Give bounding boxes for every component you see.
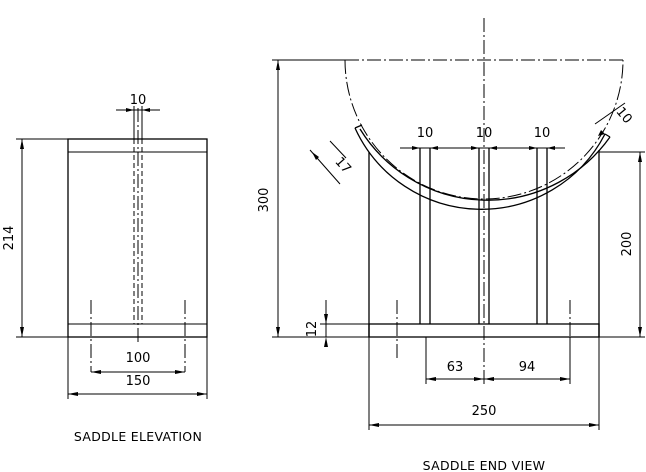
dim-bolt-spacing: 100	[126, 351, 151, 366]
dim-bolt-right: 94	[519, 360, 536, 375]
dim-web-center: 10	[476, 126, 493, 141]
dim-plate-ext-left: 17	[331, 154, 353, 176]
dim-side-height: 200	[620, 232, 635, 257]
saddle-plate-outer-arc	[359, 128, 611, 201]
dim-base-width: 250	[472, 404, 497, 419]
dim-web-right: 10	[534, 126, 551, 141]
dim-web-left: 10	[417, 126, 434, 141]
dim-bolt-left: 63	[447, 360, 464, 375]
base-plate	[368, 323, 600, 338]
saddle-end-view: 10 10 10 10 17 300 12 200	[257, 18, 645, 472]
dim-overall-height: 300	[257, 188, 272, 213]
dim-base-thickness: 12	[305, 321, 320, 338]
saddle-elevation-view: 10 214 100 150 SADDLE ELEVATION	[2, 93, 208, 444]
elevation-title: SADDLE ELEVATION	[74, 429, 202, 444]
dim-saddle-plate: 10	[613, 105, 635, 127]
vessel-outline-arc	[344, 59, 624, 200]
dim-web-thickness: 10	[130, 93, 147, 108]
end-view-title: SADDLE END VIEW	[423, 458, 546, 472]
dim-elevation-height: 214	[2, 226, 17, 251]
dim-elevation-width: 150	[126, 374, 151, 389]
